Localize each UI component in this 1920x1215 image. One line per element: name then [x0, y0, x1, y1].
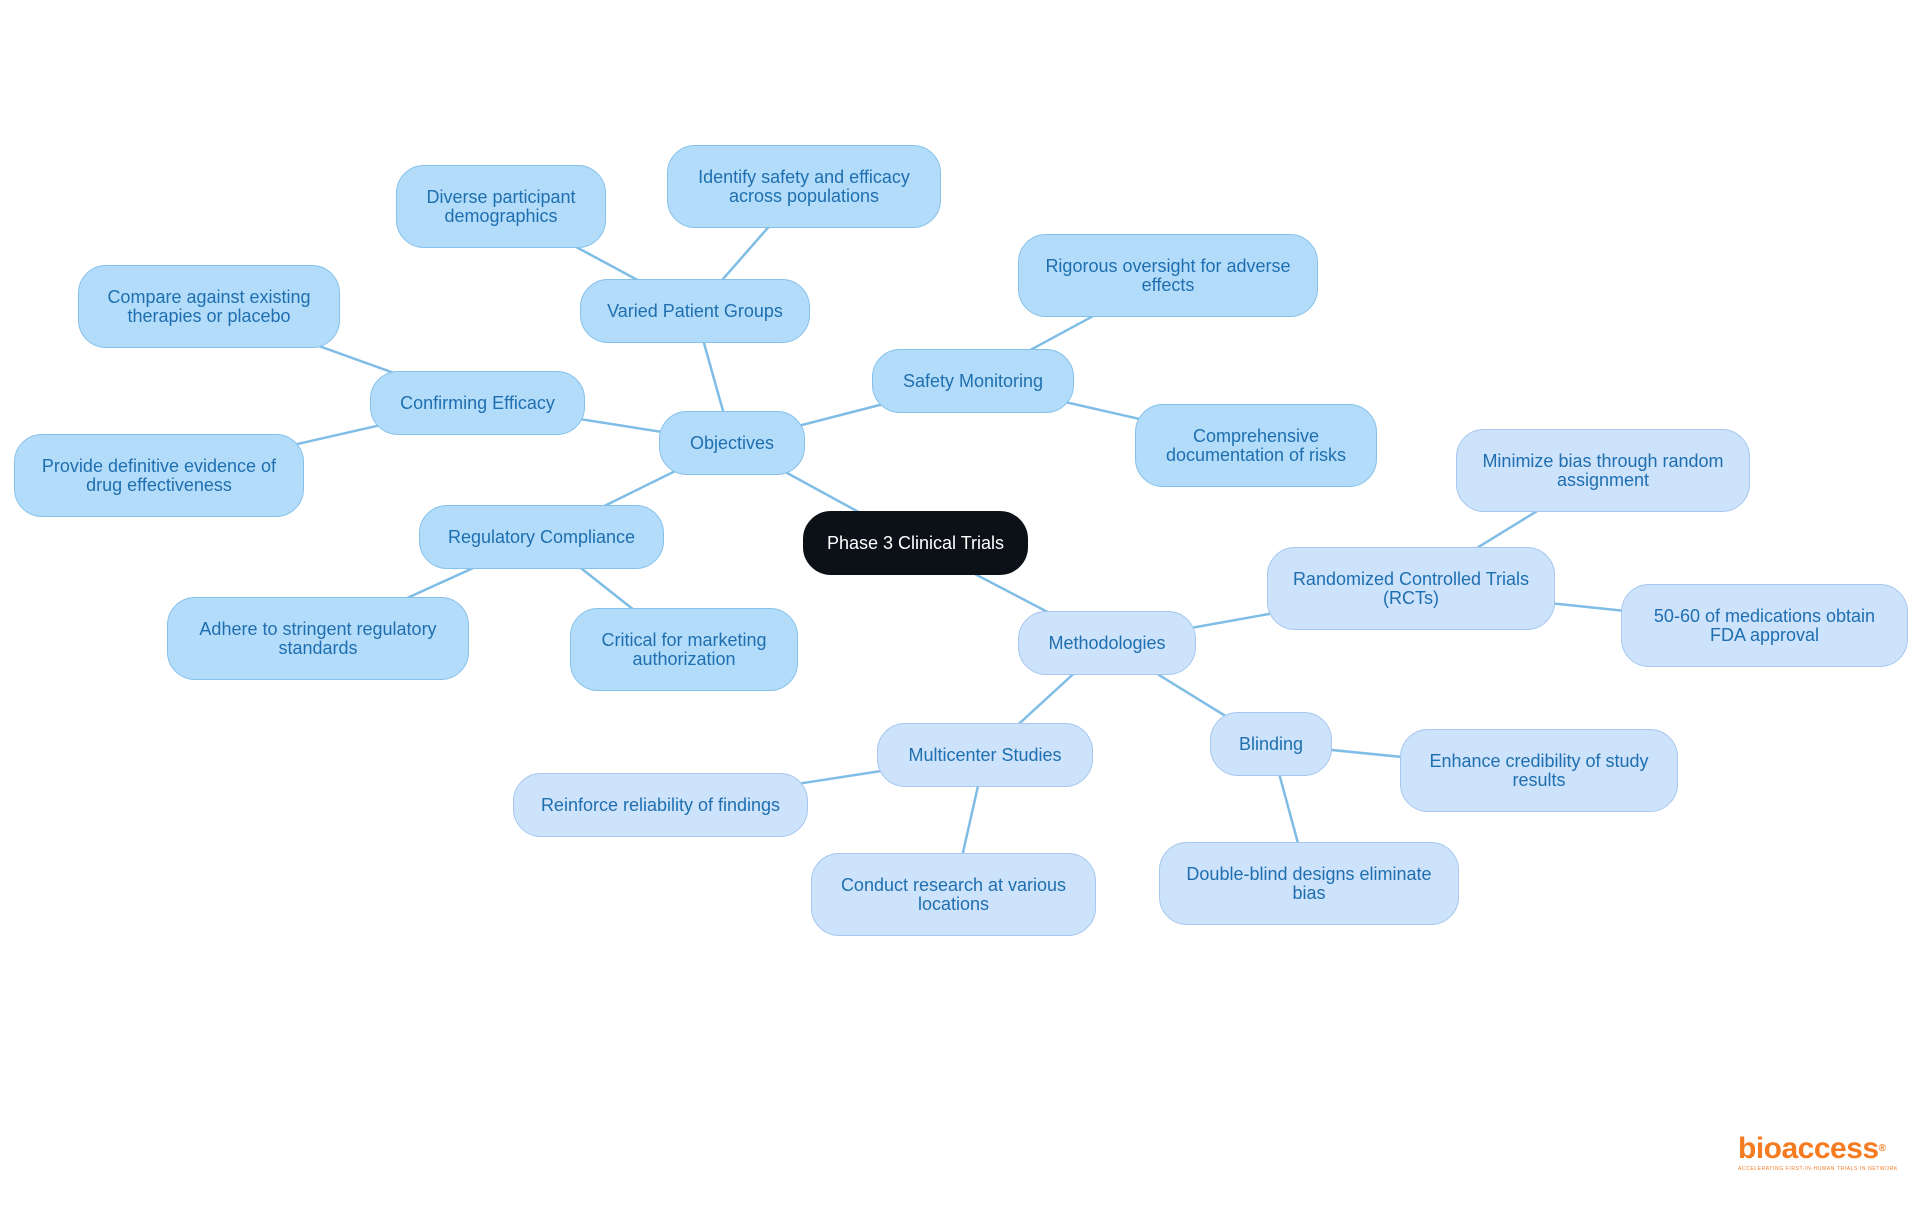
node-double-blind-designs[interactable]: Double-blind designs eliminate bias: [1159, 842, 1459, 925]
node-fda-approval[interactable]: 50-60 of medications obtain FDA approval: [1621, 584, 1908, 667]
node-label: Varied Patient Groups: [607, 300, 783, 321]
node-label: Objectives: [689, 432, 775, 453]
node-compare-existing-therapies[interactable]: Compare against existing therapies or pl…: [78, 265, 340, 348]
node-adhere-regulatory-standards[interactable]: Adhere to stringent regulatory standards: [167, 597, 469, 680]
node-label: Regulatory Compliance: [447, 526, 636, 547]
node-label: Compare against existing therapies or pl…: [107, 286, 311, 326]
node-label: Methodologies: [1048, 632, 1166, 653]
node-marketing-authorization[interactable]: Critical for marketing authorization: [570, 608, 798, 691]
node-methodologies[interactable]: Methodologies: [1018, 611, 1196, 675]
node-safety-monitoring[interactable]: Safety Monitoring: [872, 349, 1074, 413]
node-label: Diverse participant demographics: [426, 186, 576, 226]
node-label: Comprehensive documentation of risks: [1165, 425, 1347, 465]
brand-name: bioaccess: [1738, 1132, 1879, 1165]
node-rigorous-oversight[interactable]: Rigorous oversight for adverse effects: [1018, 234, 1318, 317]
node-label: Safety Monitoring: [902, 370, 1044, 391]
node-label: Critical for marketing authorization: [601, 629, 767, 669]
node-label: Minimize bias through random assignment: [1482, 450, 1724, 490]
node-label: Identify safety and efficacy across popu…: [698, 166, 910, 206]
root-node[interactable]: Phase 3 Clinical Trials: [803, 511, 1028, 575]
node-objectives[interactable]: Objectives: [659, 411, 805, 475]
root-label: Phase 3 Clinical Trials: [826, 532, 1005, 553]
node-blinding[interactable]: Blinding: [1210, 712, 1332, 776]
node-randomized-controlled-trials[interactable]: Randomized Controlled Trials (RCTs): [1267, 547, 1555, 630]
node-diverse-participant-demographics[interactable]: Diverse participant demographics: [396, 165, 606, 248]
node-label: Confirming Efficacy: [400, 392, 555, 413]
node-label: Blinding: [1238, 733, 1304, 754]
node-varied-patient-groups[interactable]: Varied Patient Groups: [580, 279, 810, 343]
node-label: Randomized Controlled Trials (RCTs): [1292, 568, 1530, 608]
node-regulatory-compliance[interactable]: Regulatory Compliance: [419, 505, 664, 569]
node-enhance-credibility[interactable]: Enhance credibility of study results: [1400, 729, 1678, 812]
node-confirming-efficacy[interactable]: Confirming Efficacy: [370, 371, 585, 435]
node-minimize-bias-random-assignment[interactable]: Minimize bias through random assignment: [1456, 429, 1750, 512]
bioaccess-logo: bioaccess® ACCELERATING FIRST-IN-HUMAN T…: [1738, 1132, 1898, 1173]
brand-registered-mark: ®: [1878, 1143, 1886, 1154]
node-label: Multicenter Studies: [908, 744, 1062, 765]
node-label: Double-blind designs eliminate bias: [1186, 863, 1432, 903]
node-comprehensive-documentation[interactable]: Comprehensive documentation of risks: [1135, 404, 1377, 487]
node-label: Provide definitive evidence of drug effe…: [41, 455, 277, 495]
brand-tagline: ACCELERATING FIRST-IN-HUMAN TRIALS IN NE…: [1738, 1166, 1898, 1172]
node-label: 50-60 of medications obtain FDA approval: [1653, 605, 1876, 645]
node-label: Conduct research at various locations: [840, 874, 1067, 914]
node-label: Enhance credibility of study results: [1429, 750, 1649, 790]
node-label: Rigorous oversight for adverse effects: [1045, 255, 1291, 295]
node-multicenter-studies[interactable]: Multicenter Studies: [877, 723, 1093, 787]
node-definitive-evidence[interactable]: Provide definitive evidence of drug effe…: [14, 434, 304, 517]
node-conduct-research-locations[interactable]: Conduct research at various locations: [811, 853, 1096, 936]
node-label: Adhere to stringent regulatory standards: [199, 618, 437, 658]
node-label: Reinforce reliability of findings: [540, 794, 781, 815]
node-reinforce-reliability[interactable]: Reinforce reliability of findings: [513, 773, 808, 837]
node-identify-safety-efficacy[interactable]: Identify safety and efficacy across popu…: [667, 145, 941, 228]
